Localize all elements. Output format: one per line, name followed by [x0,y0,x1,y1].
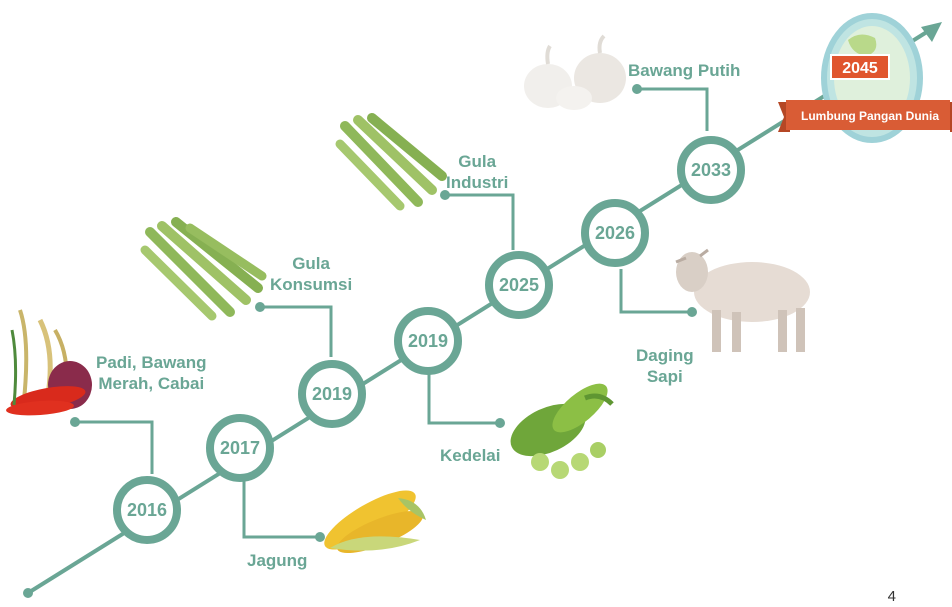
connector-2017 [244,480,320,537]
milestone-year-2033: 2033 [681,158,741,182]
milestone-year-2017: 2017 [210,436,270,460]
connector-2019b [429,374,500,423]
connector-2016 [75,422,152,474]
connector-dot-2019a [255,302,265,312]
page-number: 4 [888,588,896,605]
cow-icon [676,250,810,352]
soybean-icon [502,375,615,479]
commodity-label-2025: Gula Industri [446,151,508,193]
commodity-label-2033: Bawang Putih [628,60,740,81]
milestone-year-2016: 2016 [117,498,177,522]
commodity-label-2019-b: Kedelai [440,445,500,466]
commodity-label-2016: Padi, Bawang Merah, Cabai [96,352,207,394]
commodity-label-2026: Daging Sapi [636,345,694,387]
connector-2019a [260,307,331,357]
milestone-year-2026: 2026 [585,221,645,245]
milestone-year-2019-a: 2019 [302,382,362,406]
connector-2033 [637,89,707,131]
commodity-label-2017: Jagung [247,550,307,571]
garlic-icon [524,36,626,110]
connector-dot-2033 [632,84,642,94]
milestone-year-2025: 2025 [489,273,549,297]
rice-chili-onion-icon [6,310,92,417]
connector-dot-2019b [495,418,505,428]
connector-dot-2017 [315,532,325,542]
connector-2025 [445,195,513,250]
connector-dot-2026 [687,307,697,317]
timeline-start-dot [23,588,33,598]
corn-icon [317,480,428,561]
goal-title: Lumbung Pangan Dunia [790,103,950,129]
sugarcane-icon [145,222,262,316]
sugarcane-industry-icon [340,118,442,206]
connector-dot-2016 [70,417,80,427]
goal-year-badge: 2045 [830,54,890,80]
commodity-label-2019-a: Gula Konsumsi [270,253,352,295]
milestone-year-2019-b: 2019 [398,329,458,353]
